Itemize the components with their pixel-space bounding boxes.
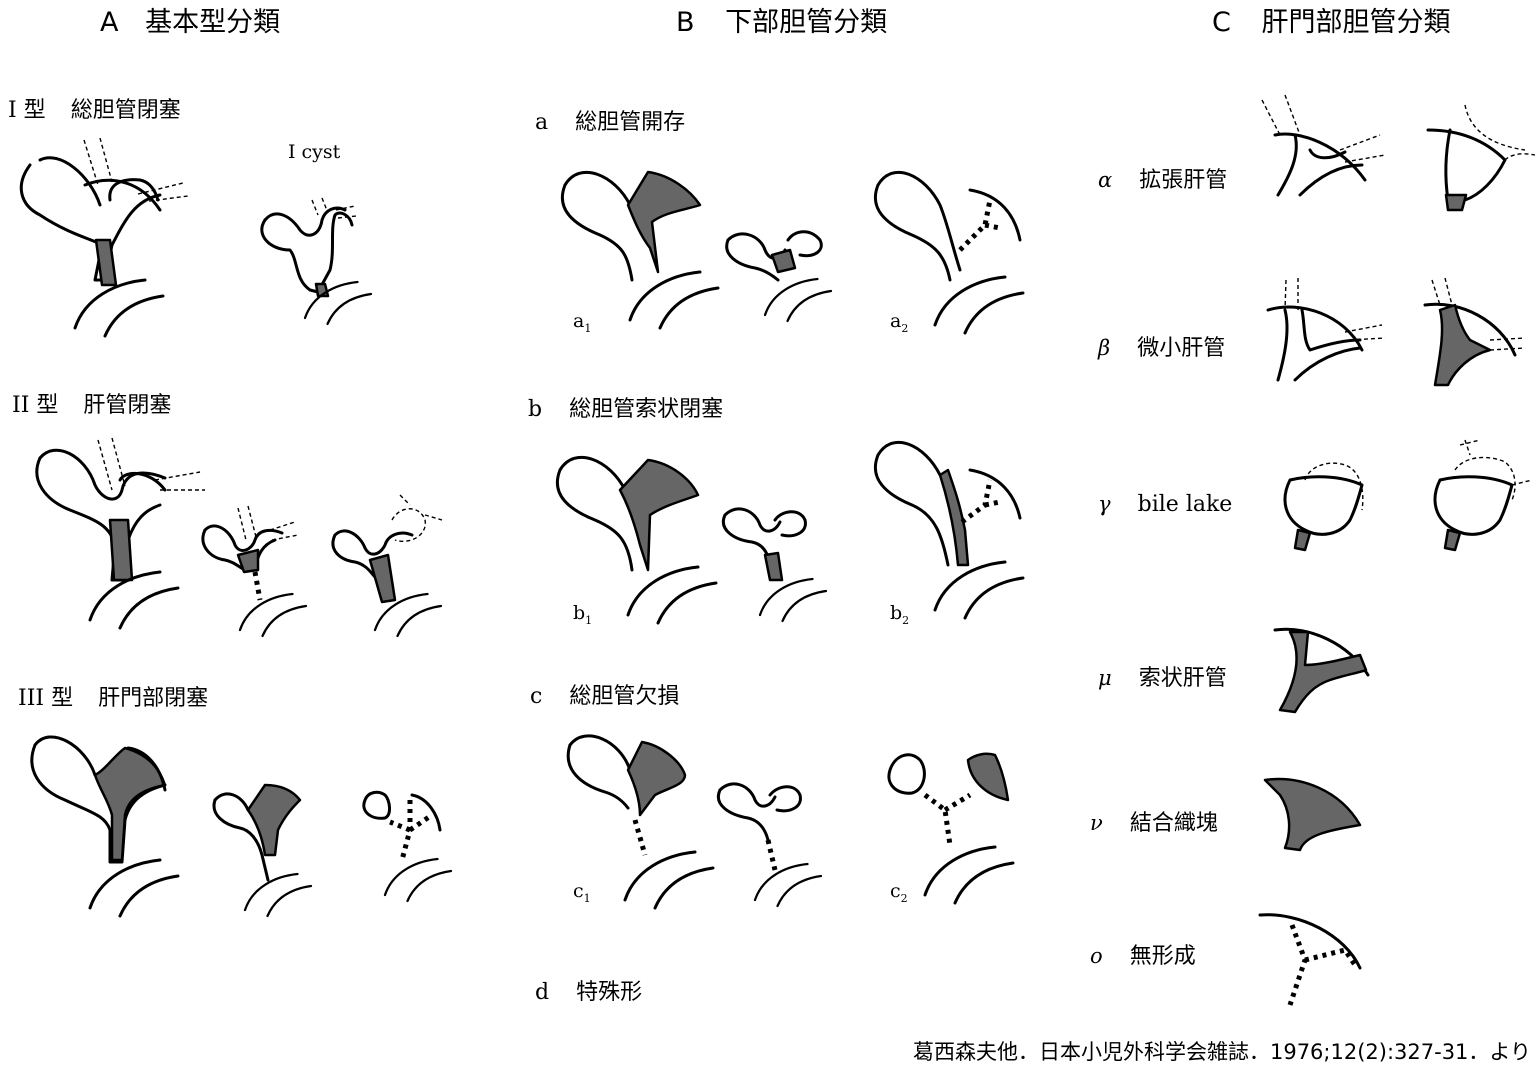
figure-b1-small (721, 507, 828, 623)
figure-b1 (556, 455, 718, 625)
tag-b2-index: 2 (902, 613, 910, 627)
hilar-mu-text: 索状肝管 (1138, 666, 1227, 691)
hilar-nu-text: 結合織塊 (1129, 811, 1218, 836)
figure-type-I-cyst (260, 197, 373, 326)
figure-type-III-small-2 (362, 790, 453, 903)
hilar-nu-sym: ν (1090, 811, 1103, 835)
figure-type-I (19, 137, 189, 338)
figure-mu (1273, 627, 1370, 714)
lower-a-label: a 総胆管開存 (535, 104, 685, 136)
tag-b1: b1 (573, 602, 592, 627)
figure-c1-small (716, 782, 823, 908)
lower-a-key: a (535, 110, 549, 135)
tag-b2-letter: b (890, 602, 903, 624)
section-B-letter: B (676, 7, 695, 38)
lower-c-text: 総胆管欠損 (569, 684, 680, 709)
figure-c1 (566, 734, 715, 910)
figure-type-II-small-1 (201, 505, 308, 638)
figure-beta-2 (1423, 277, 1526, 387)
hilar-mu-sym: μ (1098, 666, 1112, 690)
tag-b1-letter: b (573, 602, 586, 624)
section-C-title: 肝門部胆管分類 (1261, 7, 1451, 38)
tag-a1-letter: a (573, 310, 585, 332)
section-A-header: A 基本型分類 (100, 0, 280, 39)
figure-alpha-1 (1261, 94, 1386, 197)
figure-type-III-main (30, 735, 180, 918)
hilar-beta-text: 微小肝管 (1137, 336, 1226, 361)
type-II-label: II 型 肝管閉塞 (12, 387, 171, 419)
tag-c1-letter: c (573, 880, 584, 902)
tag-a1: a1 (573, 310, 591, 335)
tag-a2: a2 (890, 310, 908, 335)
lower-c-key: c (530, 684, 543, 709)
hilar-mu-label: μ 索状肝管 (1098, 660, 1227, 692)
hilar-beta-label: β 微小肝管 (1098, 330, 1225, 362)
type-III-text: 肝門部閉塞 (98, 686, 209, 711)
type-III-label: III 型 肝門部閉塞 (18, 680, 208, 712)
section-A-title: 基本型分類 (145, 7, 281, 38)
hilar-gamma-text: bile lake (1137, 492, 1233, 517)
tag-b1-index: 1 (585, 613, 593, 627)
lower-c-label: c 総胆管欠損 (530, 678, 679, 710)
hilar-alpha-sym: α (1098, 168, 1113, 192)
section-A-letter: A (100, 7, 119, 38)
figure-type-II-main (35, 437, 205, 630)
type-I-label: I 型 総胆管閉塞 (8, 92, 181, 124)
tag-a1-index: 1 (584, 321, 592, 335)
figure-a2 (873, 171, 1025, 335)
type-II-text: 肝管閉塞 (83, 393, 172, 418)
figure-c2 (887, 752, 1015, 905)
hilar-nu-label: ν 結合織塊 (1090, 805, 1218, 837)
lower-d-key: d (535, 980, 550, 1005)
type-I-text: 総胆管閉塞 (70, 98, 181, 123)
figure-alpha-2 (1426, 104, 1536, 212)
hilar-alpha-label: α 拡張肝管 (1098, 162, 1227, 194)
hilar-gamma-sym: γ (1098, 492, 1111, 516)
hilar-o-sym: o (1090, 944, 1103, 968)
type-III-num: III 型 (18, 686, 74, 711)
figure-a1 (561, 170, 720, 330)
figure-type-II-small-2 (331, 494, 443, 638)
section-C-letter: C (1212, 7, 1231, 38)
type-II-num: II 型 (12, 393, 59, 418)
figure-nu (1263, 777, 1362, 852)
figure-beta-1 (1266, 278, 1386, 382)
figure-a1-small (725, 230, 833, 323)
tag-c2: c2 (890, 880, 908, 905)
tag-c2-index: 2 (900, 891, 908, 905)
figure-gamma-1 (1283, 462, 1364, 552)
hilar-gamma-label: γ bile lake (1098, 492, 1232, 517)
figure-b2 (873, 441, 1025, 620)
section-B-header: B 下部胆管分類 (676, 0, 887, 39)
hilar-o-text: 無形成 (1129, 944, 1196, 969)
lower-d-label: d 特殊形 (535, 974, 642, 1006)
type-I-cyst-label: I cyst (288, 141, 341, 163)
section-C-header: C 肝門部胆管分類 (1212, 0, 1450, 39)
type-I-num: I 型 (8, 98, 46, 123)
figure-gamma-2 (1433, 439, 1533, 552)
lower-b-text: 総胆管索状閉塞 (569, 397, 724, 422)
lower-b-label: b 総胆管索状閉塞 (528, 391, 723, 423)
hilar-beta-sym: β (1098, 336, 1111, 360)
section-B-title: 下部胆管分類 (725, 7, 888, 38)
citation: 葛西森夫他．日本小児外科学会雑誌．1976;12(2):327-31．より (912, 1040, 1531, 1064)
lower-a-text: 総胆管開存 (575, 110, 686, 135)
tag-a2-index: 2 (901, 321, 909, 335)
tag-a2-letter: a (890, 310, 902, 332)
figure-type-III-small-1 (212, 783, 313, 918)
lower-d-text: 特殊形 (576, 980, 643, 1005)
figure-o (1258, 913, 1362, 1006)
lower-b-key: b (528, 397, 543, 422)
tag-c2-letter: c (890, 880, 901, 902)
tag-c1-index: 1 (583, 891, 591, 905)
hilar-o-label: o 無形成 (1090, 938, 1196, 970)
tag-b2: b2 (890, 602, 909, 627)
tag-c1: c1 (573, 880, 591, 905)
hilar-alpha-text: 拡張肝管 (1139, 168, 1228, 193)
